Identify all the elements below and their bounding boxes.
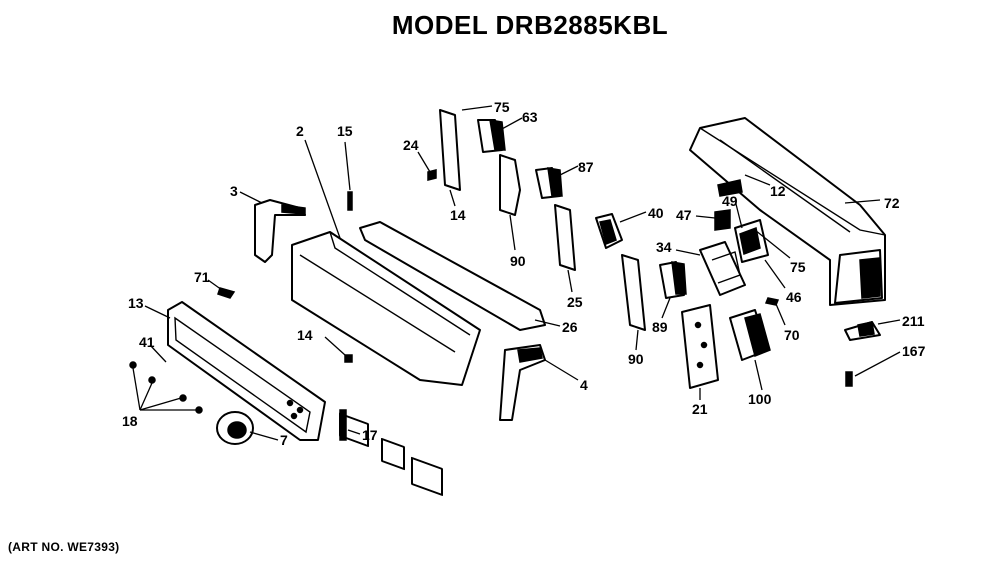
callout-72: 72 — [884, 195, 900, 211]
callout-4: 4 — [580, 377, 588, 393]
callout-90-right: 90 — [628, 351, 644, 367]
cover-plate — [359, 221, 546, 331]
callout-15: 15 — [337, 123, 353, 139]
callout-89: 89 — [652, 319, 668, 335]
callout-47: 47 — [676, 207, 692, 223]
callout-14-top: 14 — [450, 207, 466, 223]
callout-24: 24 — [403, 137, 419, 153]
callout-90-left: 90 — [510, 253, 526, 269]
backsplash-panel — [689, 117, 886, 306]
callout-211: 211 — [902, 313, 925, 329]
callout-26: 26 — [562, 319, 578, 335]
callout-70: 70 — [784, 327, 800, 343]
callout-2: 2 — [296, 123, 304, 139]
switch-brackets — [439, 109, 646, 331]
callout-49: 49 — [722, 193, 738, 209]
circuit-board — [681, 304, 719, 389]
callout-63: 63 — [522, 109, 538, 125]
mounting-bracket — [254, 199, 306, 263]
switches — [477, 119, 687, 299]
transformer — [729, 309, 771, 361]
callout-100: 100 — [748, 391, 772, 407]
callout-41: 41 — [139, 334, 155, 350]
small-hardware — [129, 169, 853, 441]
control-knob — [216, 411, 254, 445]
art-number: (ART NO. WE7393) — [8, 540, 120, 554]
model-title: MODEL DRB2885KBL — [391, 10, 669, 40]
callout-25: 25 — [567, 294, 583, 310]
hinge — [844, 321, 881, 341]
callout-7: 7 — [280, 432, 288, 448]
callout-34: 34 — [656, 239, 672, 255]
callout-3: 3 — [230, 183, 238, 199]
callout-21: 21 — [692, 401, 708, 417]
callout-13: 13 — [128, 295, 144, 311]
callout-167: 167 — [902, 343, 926, 359]
callout-75-top: 75 — [494, 99, 510, 115]
leader-lines — [132, 105, 901, 441]
callout-12: 12 — [770, 183, 786, 199]
callout-labels: 2 15 3 71 13 41 18 14 7 17 24 75 63 14 8… — [122, 99, 926, 448]
callout-46: 46 — [786, 289, 802, 305]
callout-17: 17 — [362, 427, 378, 443]
control-modules — [699, 209, 769, 296]
end-bracket — [499, 344, 546, 421]
callout-14-front: 14 — [297, 327, 313, 343]
callout-40: 40 — [648, 205, 664, 221]
clock-timer — [595, 213, 623, 249]
callout-75-right: 75 — [790, 259, 806, 275]
callout-71: 71 — [194, 269, 210, 285]
front-control-panel — [167, 301, 326, 441]
console-frame — [291, 231, 481, 496]
callout-18: 18 — [122, 413, 138, 429]
callout-87: 87 — [578, 159, 594, 175]
